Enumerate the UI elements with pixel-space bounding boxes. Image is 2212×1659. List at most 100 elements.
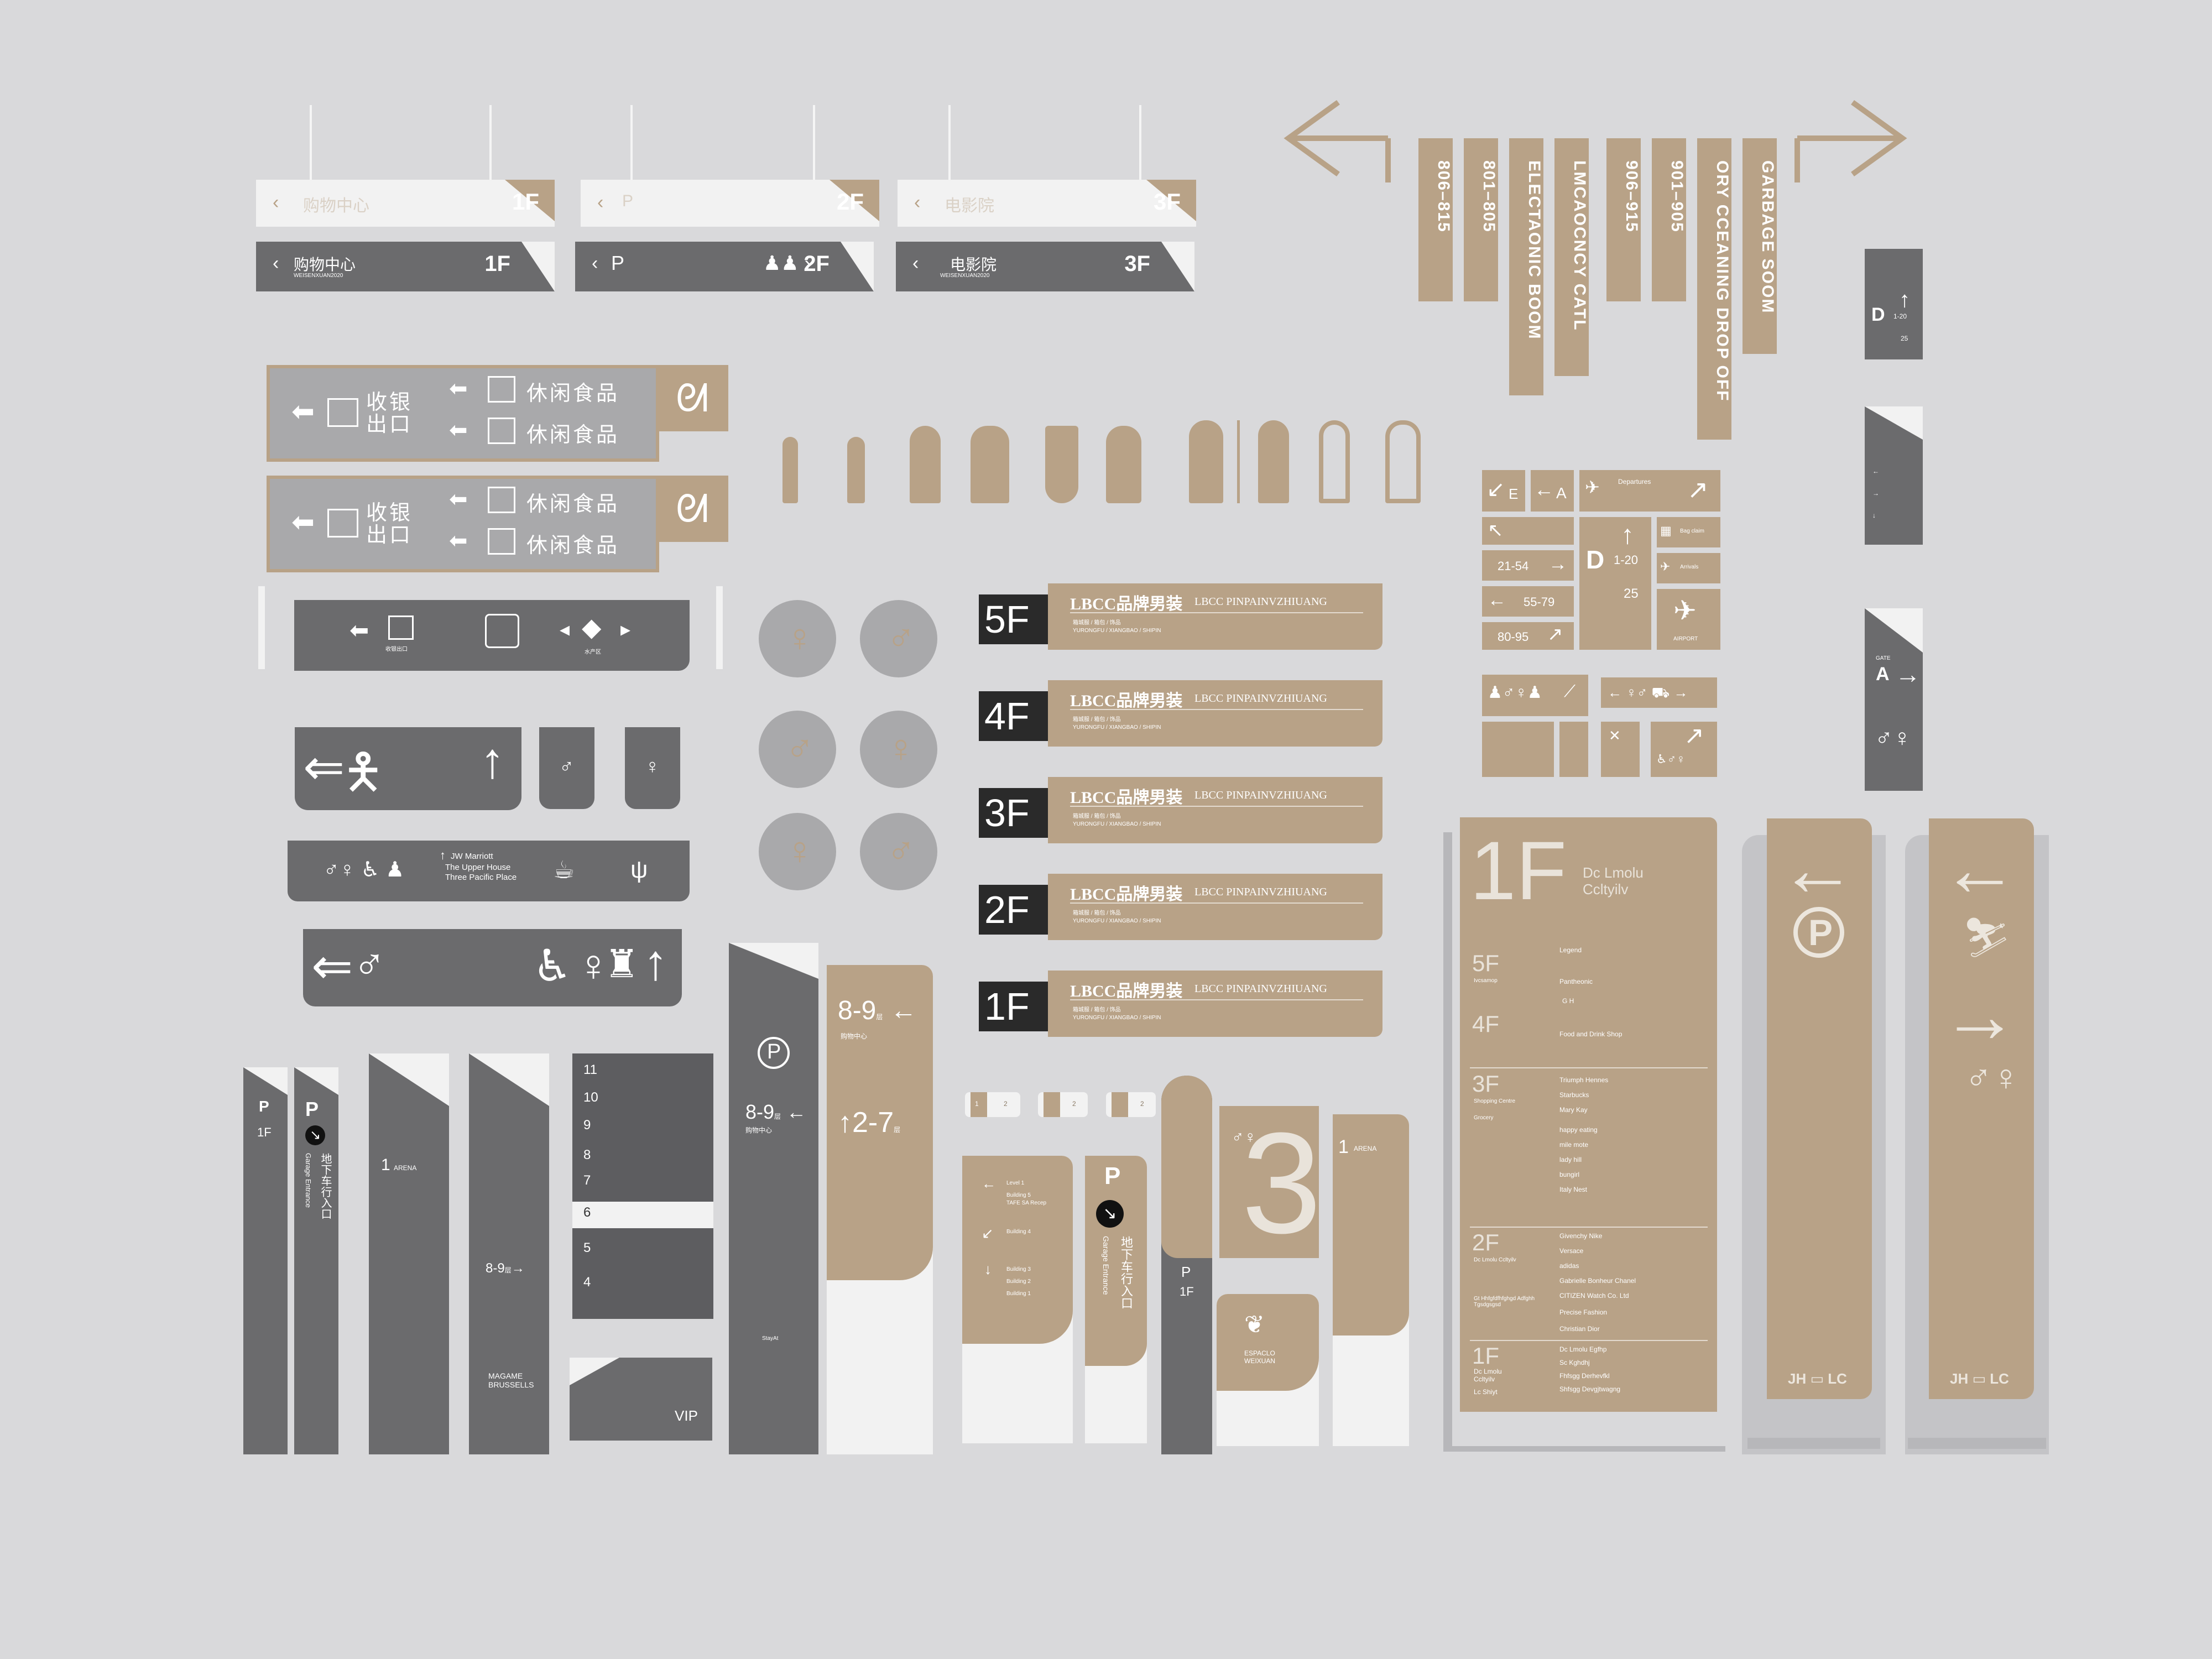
totem-base xyxy=(1747,1438,1880,1449)
floor-label: 1F xyxy=(484,252,510,276)
brand-name-en: LBCC PINPAINVZHIUANG xyxy=(1194,596,1327,608)
garage-cn: 地下车行入口 xyxy=(319,1153,331,1219)
hanging-sign-top-label: P xyxy=(622,192,634,210)
hanging-sign-bottom-3: ‹ 电影院 WEISENXUAN2020 3F xyxy=(896,242,1194,291)
snack-label-top: 休闲食品 xyxy=(526,493,620,516)
building-5: Building 5 xyxy=(1006,1192,1031,1198)
arrow-up-right-icon: ↗ xyxy=(1547,624,1563,645)
tile-info-1 xyxy=(1482,722,1554,777)
directory-title-1: Dc Lmolu xyxy=(1583,864,1644,881)
divider-line xyxy=(1237,420,1240,503)
arrow-down-right-icon: ↘ xyxy=(305,1125,325,1145)
gate-letter: D xyxy=(1586,545,1605,574)
plant-icon: ❦ xyxy=(1244,1311,1265,1338)
tile-escalator: ⟋ xyxy=(1559,675,1588,716)
tab-number: 2 xyxy=(1140,1100,1144,1108)
male-icon: ♂ xyxy=(559,755,574,778)
cashier-icon xyxy=(327,398,358,427)
shop-item: Starbucks xyxy=(1559,1091,1589,1099)
hanging-sign-bottom-1: ‹ 购物中心 WEISENXUAN2020 1F xyxy=(256,242,555,291)
hanging-sign-label: 购物中心 xyxy=(294,256,356,273)
floor-3f-sub2: Grocery xyxy=(1474,1115,1494,1121)
directory-title-2: Ccltyilv xyxy=(1583,881,1629,898)
range-label: 8-9层→ xyxy=(486,1261,525,1276)
vip-label: VIP xyxy=(675,1407,698,1424)
female-restroom-plaque: ♀ xyxy=(625,727,680,809)
arrow-left-icon: ← xyxy=(1941,825,2018,912)
shop-item: Christian Dior xyxy=(1559,1325,1600,1333)
arrow-down-icon: ↓ xyxy=(984,1261,992,1277)
snack-label-bottom: 休闲食品 xyxy=(526,424,620,447)
arrow-right-icon: → xyxy=(1895,660,1921,688)
arrow-up-right-icon: ↗ xyxy=(1687,475,1709,504)
pillar-round-1f: P 1F xyxy=(1161,1076,1212,1454)
brand-name-en: LBCC PINPAINVZHIUANG xyxy=(1194,886,1327,898)
gate-label: GATE xyxy=(1876,655,1891,661)
checkout-sign-2: ᘛ ⬅ 收银出口 ⬅ 休闲食品 ⬅ 休闲食品 xyxy=(267,476,728,572)
coffee-icon: ☕ xyxy=(553,857,575,884)
brand-floor-sign-5f: 5F LBCC品牌男装 LBCC PINPAINVZHIUANG 箱城服 / 箱… xyxy=(979,583,1383,655)
floor-big-number: 3 xyxy=(1241,1103,1322,1264)
shop-item: Versace xyxy=(1559,1247,1584,1255)
hanging-sign-top-3: ‹ 电影院 3F xyxy=(898,180,1196,227)
tile-arrow-up-left: ↖ xyxy=(1482,517,1574,545)
restroom-icon: ♂♀ xyxy=(1965,1057,2020,1098)
tab-sign: 2 xyxy=(1106,1092,1156,1117)
parking-icon xyxy=(758,1037,790,1069)
airplane-icon: ✈ xyxy=(1673,595,1697,626)
brand-floor-sign-3f: 3F LBCC品牌男装 LBCC PINPAINVZHIUANG 箱城服 / 箱… xyxy=(979,777,1383,849)
female-figure-icon xyxy=(971,426,1009,503)
bag-claim-label: Bag claim xyxy=(1680,528,1704,534)
male-circle-plaque: ♂ xyxy=(860,813,937,890)
floor-4f: 4F xyxy=(1472,1011,1500,1037)
floor-num: 4 xyxy=(583,1275,591,1290)
tile-arrivals: ✈ Arrivals xyxy=(1657,553,1720,583)
gate-number: 25 xyxy=(1901,335,1908,342)
restroom-icon: ♂♀ xyxy=(1232,1128,1256,1146)
garage-en: Garage Entrance xyxy=(304,1153,312,1208)
floor-num: 11 xyxy=(583,1062,597,1077)
pillar-p-1f: P 1F xyxy=(243,1067,288,1454)
brand-name: LBCC品牌男装 xyxy=(1070,789,1183,807)
shop-item: bungirl xyxy=(1559,1171,1580,1178)
shop-item: Fhfsgg Derhevfkl xyxy=(1559,1372,1610,1380)
pillar-buildings: ← Level 1 Building 5 TAFE SA Recep ↙ Bui… xyxy=(962,1156,1073,1443)
tile-facilities-2: ← ♀♂ ⛟ → xyxy=(1601,677,1717,708)
arrow-down-left-icon: ↙ xyxy=(1486,477,1505,502)
floor-num: 9 xyxy=(583,1118,591,1133)
departures-label: Departures xyxy=(1618,478,1651,486)
wc-icons: ♿♂♀ xyxy=(1656,752,1686,766)
male-circle-plaque: ♂ xyxy=(759,711,836,788)
arena-label: ARENA xyxy=(1354,1145,1377,1152)
parking-totem: ← P JH ▭ LC xyxy=(1767,818,1872,1399)
tile-gates-80-95: 80-95 ↗ xyxy=(1482,622,1574,650)
shop-item: Triumph Hennes xyxy=(1559,1076,1609,1084)
checkout-label: 收银出口 xyxy=(366,391,413,436)
facilities-icons: ♂♀ ♿ ♟ xyxy=(324,858,405,881)
brand-sub-cn: 箱城服 / 箱包 / 饰品 xyxy=(1073,813,1121,820)
baby-change-icon: ♜ xyxy=(604,942,639,985)
arrow-left-icon: ⇐ xyxy=(311,939,353,994)
hotel-line-2: The Upper House xyxy=(445,863,511,872)
arrow-right-icon: → xyxy=(1941,972,2018,1058)
restroom-arrow-sign: ⇐ 🯅 ↑ xyxy=(295,727,521,810)
directory-floor: 1F xyxy=(1470,824,1567,917)
floor-num: 5 xyxy=(583,1240,591,1255)
parking-letter: P xyxy=(305,1098,319,1120)
stripe-electronic-boom: ELECTAONIC BOOM xyxy=(1509,138,1543,395)
arrow-right-icon: → xyxy=(1548,554,1567,575)
range-label: ↑2-7层 xyxy=(838,1107,901,1139)
jh-logo: JH ▭ LC xyxy=(1788,1370,1847,1387)
tile-bag-claim: ▦ Bag claim xyxy=(1657,517,1720,547)
female-block-icon xyxy=(1189,420,1223,503)
arena-number: 1 xyxy=(1338,1136,1349,1157)
shop-item: Gabrielle Bonheur Chanel xyxy=(1559,1277,1636,1285)
tab-sign: 2 xyxy=(1038,1092,1088,1117)
female-abstract-icon xyxy=(1106,426,1141,503)
floor-number: 4F xyxy=(984,695,1030,738)
tile-no-smoking: ✕ xyxy=(1601,722,1640,777)
swirl-logo-icon: ᘛ xyxy=(676,487,709,530)
brand-sub-en: YURONGFU / XIANGBAO / SHIPIN xyxy=(1073,821,1161,827)
tile-arrow-a: ← A xyxy=(1531,470,1574,512)
restaurant-icon: ψ xyxy=(630,856,648,883)
